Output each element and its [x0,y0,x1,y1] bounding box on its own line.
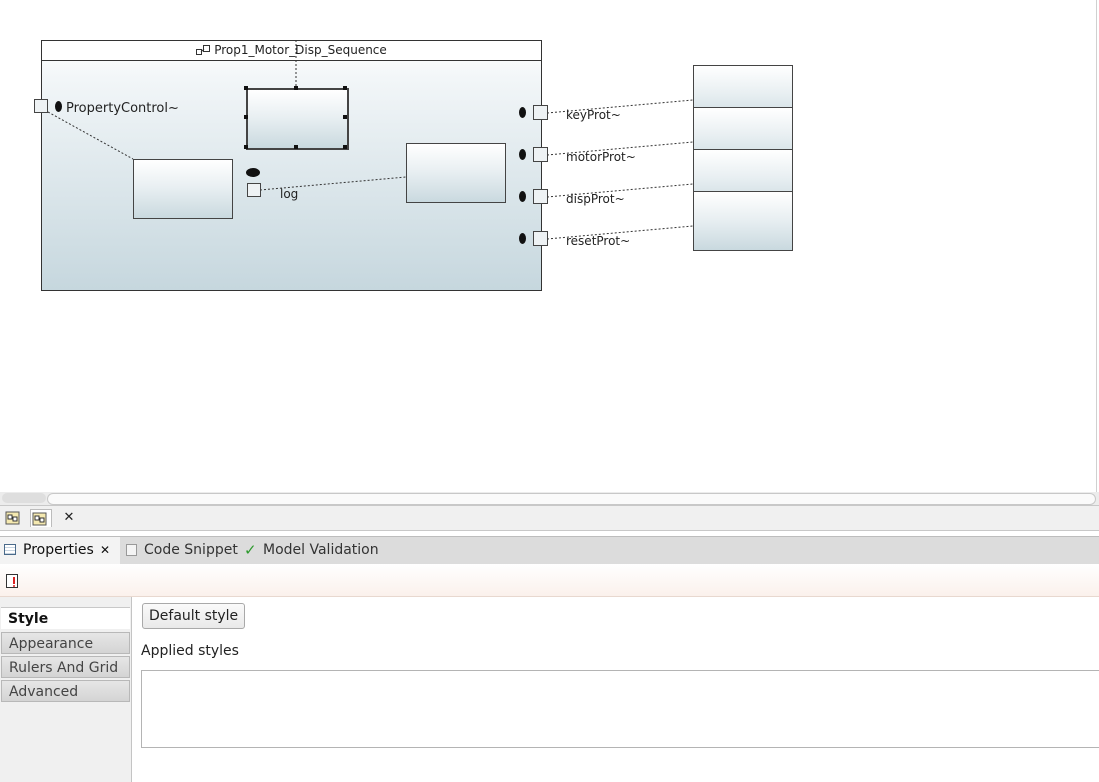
applied-styles-list[interactable] [141,670,1099,748]
port-log-dot [246,168,260,177]
diagram-editor-icon[interactable] [4,509,22,527]
port-motor[interactable] [533,147,548,162]
tab-code-snippet-label: Code Snippet [144,542,238,558]
external-part-4[interactable] [693,191,793,251]
port-label-property-control: PropertyControl~ [66,101,179,116]
capsule-icon [196,42,211,55]
horizontal-scrollbar[interactable] [0,492,1099,505]
port-label-key: keyProt~ [566,108,621,122]
tab-properties[interactable]: Properties ✕ [0,537,120,564]
side-tab-style[interactable]: Style [1,607,130,629]
port-conjugate-dot [519,191,526,202]
tab-code-snippet[interactable]: Code Snippet [124,537,242,564]
applied-styles-label: Applied styles [141,643,239,659]
side-tab-rulers-and-grid[interactable]: Rulers And Grid [1,656,130,678]
port-label-disp: dispProt~ [566,192,625,206]
port-conjugate-dot [55,101,62,112]
properties-content: Default style Applied styles [132,597,1099,782]
scrollbar-thumb[interactable] [47,493,1096,505]
capsule-title-bar: Prop1_Motor_Disp_Sequence [42,41,541,61]
port-reset[interactable] [533,231,548,246]
port-conjugate-dot [519,233,526,244]
part-right[interactable] [406,143,506,203]
port-label-log: log [280,187,299,201]
connector-layer [47,40,694,240]
editor-view-toolbar: ✕ [0,505,1099,531]
port-conjugate-dot [519,107,526,118]
tab-properties-label: Properties [23,542,94,558]
port-label-reset: resetProt~ [566,234,631,248]
tab-model-validation-label: Model Validation [263,542,379,558]
checkmark-icon: ✓ [244,541,257,559]
canvas-border [1096,0,1097,492]
capsule-title: Prop1_Motor_Disp_Sequence [214,43,387,57]
side-tab-advanced[interactable]: Advanced [1,680,130,702]
properties-icon [4,544,16,555]
port-log[interactable] [247,183,261,197]
diagram-canvas[interactable]: Prop1_Motor_Disp_Sequence [0,0,1099,492]
port-label-motor: motorProt~ [566,150,636,164]
port-disp[interactable] [533,189,548,204]
port-property-control[interactable] [34,99,48,113]
close-icon[interactable]: ✕ [100,543,111,557]
port-conjugate-dot [519,149,526,160]
tab-model-validation[interactable]: ✓ Model Validation [244,537,394,564]
snippet-icon [126,544,137,556]
scrollbar-track-left[interactable] [2,493,46,503]
view-tab-bar: Properties ✕ Code Snippet ✓ Model Valida… [0,536,1099,565]
diagram-editor-active-icon[interactable] [30,509,52,527]
diagram-element-icon [6,574,19,588]
default-style-button[interactable]: Default style [142,603,246,629]
part-left[interactable] [133,159,233,219]
close-icon[interactable]: ✕ [63,510,75,525]
properties-side-tabs: Style Appearance Rulers And Grid Advance… [0,597,132,782]
port-key[interactable] [533,105,548,120]
side-tab-appearance[interactable]: Appearance [1,632,130,654]
properties-header [0,564,1099,597]
